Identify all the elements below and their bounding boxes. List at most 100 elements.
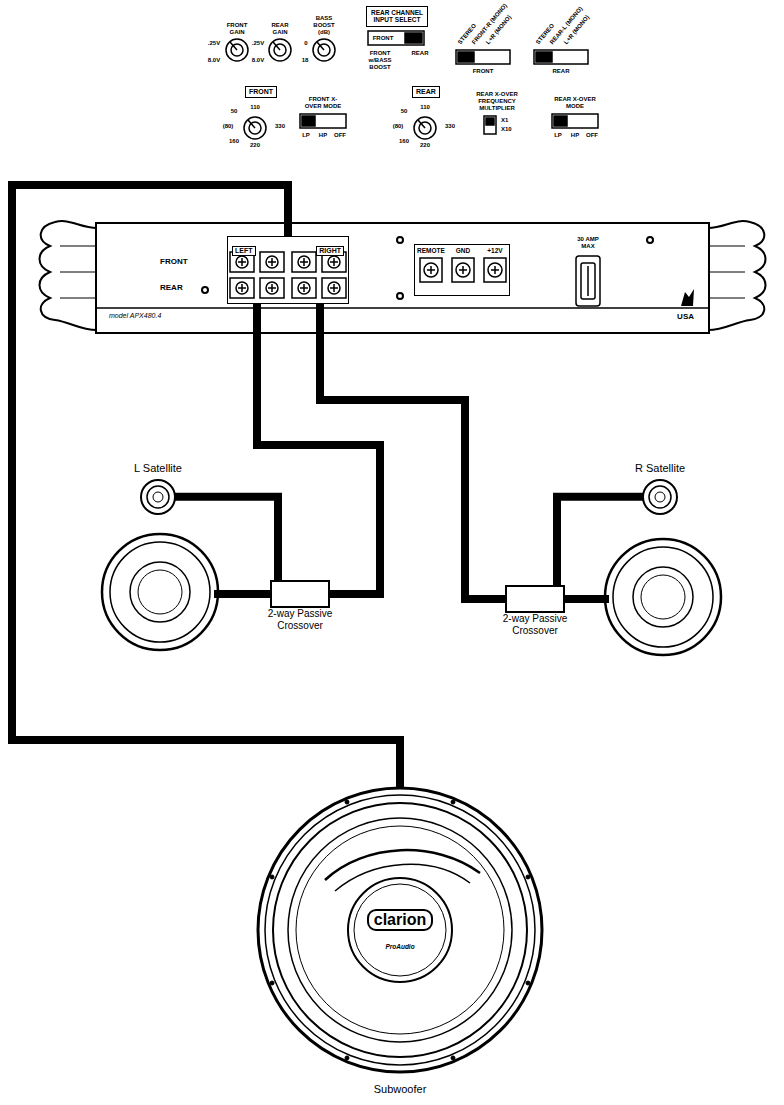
panel-label: X1 <box>501 117 508 124</box>
node-text: R Satellite <box>615 462 705 475</box>
node-text: LEFT <box>232 246 256 256</box>
panel-label: .25V <box>208 40 220 47</box>
panel-label: REAR <box>160 283 183 292</box>
panel-label: FRONT w/BASS BOOST <box>358 50 402 71</box>
speaker-terminals-part <box>238 258 338 292</box>
text-slot: +12V <box>479 247 511 254</box>
panel-label: FRONT X-OVER MODE <box>302 96 344 110</box>
panel-label: FRONT <box>373 35 394 42</box>
node-text: 2-way Passive Crossover <box>255 608 345 631</box>
panel-label: .25V <box>252 40 264 47</box>
text-slot: Subwoofer <box>240 1079 560 1097</box>
panel-label: REAR <box>552 68 569 75</box>
control-panel-part <box>244 117 266 139</box>
amplifier-body-part <box>202 287 208 293</box>
panel-label: 220 <box>250 142 260 149</box>
control-panel-part <box>230 42 237 50</box>
tweeter-ring <box>643 480 677 514</box>
panel-label: 110 <box>250 104 260 111</box>
panel-label: 110 <box>420 104 430 111</box>
mount-hole <box>451 800 455 804</box>
control-panel-part <box>414 117 436 139</box>
panel-label: REAR <box>411 50 428 57</box>
woofers-part <box>138 570 182 614</box>
text-slot: R Satellite <box>615 462 705 475</box>
tweeter-symbol <box>138 477 178 517</box>
tweeter-ring <box>147 486 169 508</box>
text-slot: clarion <box>240 909 560 931</box>
control-panel-part <box>368 31 424 45</box>
control-panel-part <box>248 120 255 128</box>
panel-label: 160 <box>399 138 409 145</box>
panel-label: 50 <box>231 108 238 115</box>
node-text: GND <box>447 247 479 254</box>
power-terminals-part <box>427 266 499 274</box>
control-panel-part <box>269 39 291 61</box>
control-panel-part <box>552 114 598 128</box>
panel-label: REAR X-OVER MODE <box>554 96 596 110</box>
control-panel-part <box>486 118 494 125</box>
control-panel-part <box>273 42 280 50</box>
speaker-wire <box>175 497 278 580</box>
mount-hole <box>451 1056 455 1060</box>
fuse-symbol-part <box>587 266 589 296</box>
node-text: REMOTE <box>415 247 447 254</box>
text-slot: REMOTE <box>415 247 447 254</box>
panel-label: 8.0V <box>208 57 220 64</box>
control-panel-part <box>317 42 324 50</box>
panel-label: (80) <box>223 123 234 130</box>
panel-label: LP <box>302 132 310 139</box>
panel-label: FRONT <box>160 257 188 266</box>
tweeter-ring <box>153 492 163 502</box>
power-terminal-block: REMOTEGND+12V <box>414 244 510 296</box>
tweeter-ring <box>141 480 175 514</box>
logo-swoosh <box>335 864 470 891</box>
woofers <box>102 534 721 655</box>
panel-label: LP <box>554 132 562 139</box>
amplifier-body-part <box>397 293 403 299</box>
control-panel-part <box>300 114 346 128</box>
woofers-part <box>605 539 721 655</box>
control-panel-part <box>554 116 567 126</box>
node-text: 2-way Passive Crossover <box>490 613 580 636</box>
node-text: model APX480.4 <box>109 312 161 320</box>
text-slot: model APX480.4 <box>109 312 161 320</box>
amplifier-body-part <box>60 246 95 247</box>
panel-label: 330 <box>275 123 285 130</box>
panel-label: 8.0V <box>252 57 264 64</box>
amplifier-body <box>40 221 766 330</box>
amplifier-body-part <box>97 307 708 309</box>
control-panel-part <box>302 116 315 126</box>
fuse-symbol-part <box>581 263 595 299</box>
power-terminals <box>420 258 506 282</box>
panel-label: 160 <box>229 138 239 145</box>
amplifier-body-part <box>710 246 745 247</box>
panel-label: 220 <box>420 142 430 149</box>
speaker-wire <box>12 185 400 788</box>
subwoofer: clarionProAudioSubwoofer <box>240 785 560 1097</box>
woofers-part <box>102 534 218 650</box>
crossover-heading-box: FRONT <box>245 86 277 98</box>
node-text: L Satellite <box>113 462 203 475</box>
crossover-box <box>270 580 330 608</box>
mount-hole <box>526 981 530 985</box>
text-slot: LEFT <box>232 239 256 257</box>
control-panel-part <box>405 33 422 43</box>
panel-label: FRONT <box>473 68 494 75</box>
brand-logo <box>681 289 694 306</box>
cone-ring <box>265 795 535 1065</box>
amplifier-housing: model APX480.4USALEFTRIGHTREMOTEGND+12V <box>95 222 710 334</box>
node-text: Subwoofer <box>374 1083 427 1096</box>
passive-crossover: 2-way Passive Crossover <box>490 583 580 636</box>
node-text: USA <box>677 312 694 321</box>
woofers-part <box>633 567 693 627</box>
text-slot: REAR CHANNEL INPUT SELECT <box>368 9 426 24</box>
mount-hole <box>526 875 530 879</box>
panel-label: 30 AMP MAX <box>573 236 603 250</box>
text-slot: ProAudio <box>240 935 560 953</box>
woofers-part <box>110 542 210 642</box>
text-slot: FRONT <box>249 88 273 96</box>
control-panel-part <box>418 120 425 128</box>
